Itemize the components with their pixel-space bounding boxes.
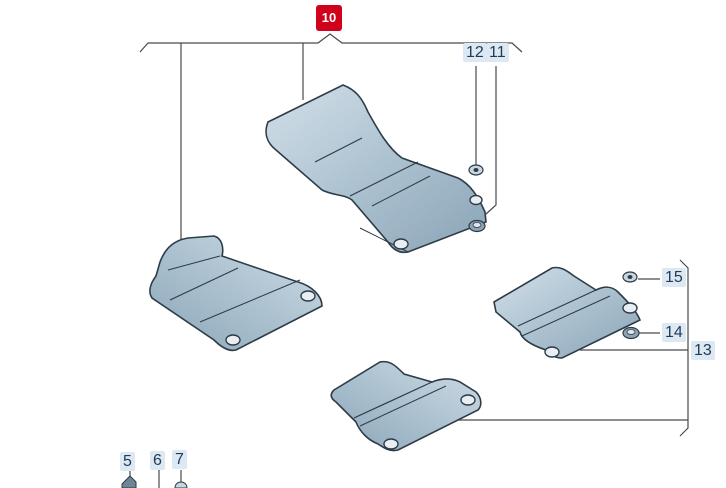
callout-13[interactable]: 13 xyxy=(691,341,715,360)
part-7-icon xyxy=(174,481,188,488)
fasteners xyxy=(121,164,640,488)
callout-14[interactable]: 14 xyxy=(662,323,686,342)
front-left-floor-mat xyxy=(149,235,323,352)
callout-15[interactable]: 15 xyxy=(662,268,686,287)
rear-left-floor-mat xyxy=(330,360,482,452)
callout-5[interactable]: 5 xyxy=(120,452,135,471)
grommet-icon xyxy=(460,394,476,406)
leader-11 xyxy=(485,66,497,215)
grommet-icon xyxy=(383,438,399,450)
bracket-13 xyxy=(679,259,689,437)
callout-7[interactable]: 7 xyxy=(172,450,187,469)
callout-11[interactable]: 11 xyxy=(486,43,509,62)
callout-6[interactable]: 6 xyxy=(150,451,165,470)
rear-right-floor-mat xyxy=(493,266,642,359)
grommet-icon xyxy=(225,334,241,346)
grommet-icon xyxy=(469,194,483,206)
grommet-icon xyxy=(393,238,409,250)
grommet-icon xyxy=(544,346,560,358)
grommet-icon xyxy=(300,290,316,302)
callout-10[interactable]: 10 xyxy=(316,5,342,31)
leader-lines xyxy=(129,33,689,488)
callout-12[interactable]: 12 xyxy=(463,43,487,62)
part-5-icon xyxy=(121,475,137,488)
grommet-icon xyxy=(622,302,638,314)
front-right-floor-mat xyxy=(265,84,487,254)
bracket-10 xyxy=(139,33,523,53)
